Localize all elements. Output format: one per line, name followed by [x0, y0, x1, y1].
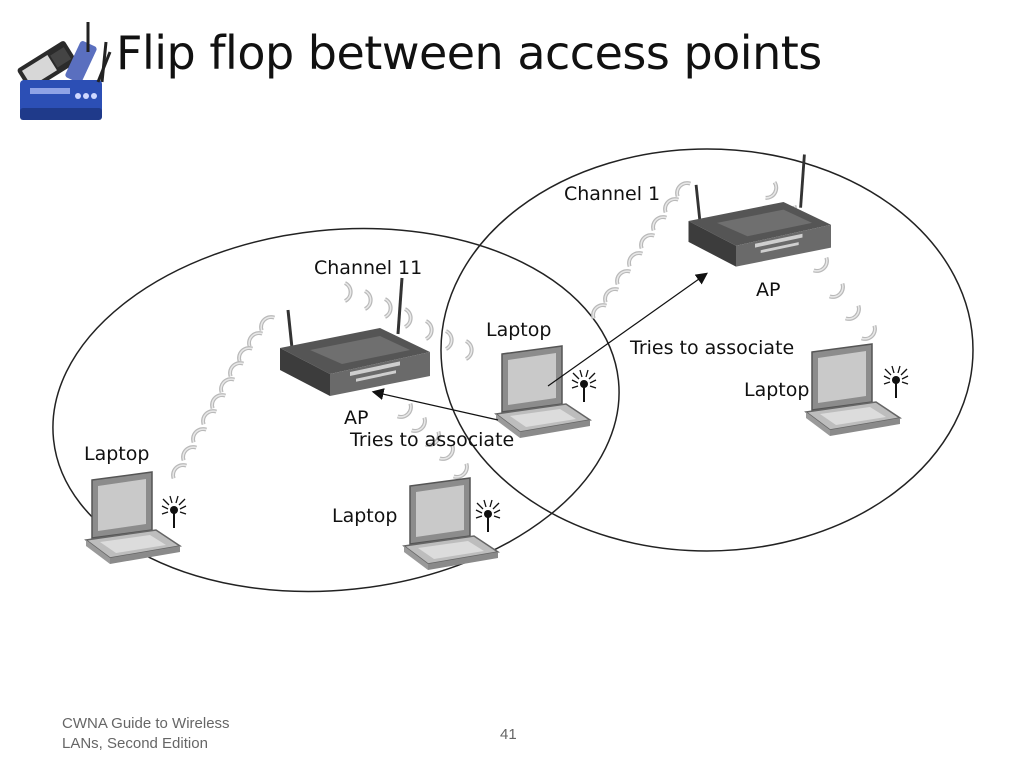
- footer-source-line-1: CWNA Guide to Wireless: [62, 715, 230, 732]
- access-point-icon: [278, 276, 432, 398]
- slide-title: Flip flop between access points: [116, 26, 822, 80]
- ap-label-left: AP: [344, 407, 368, 429]
- laptop-label-bottom: Laptop: [332, 505, 397, 527]
- page-number: 41: [500, 726, 517, 743]
- laptop-icon: [805, 343, 901, 437]
- coverage-cell-left: [52, 227, 620, 593]
- arrow-icon: [371, 388, 499, 421]
- access-point-icon: [687, 153, 833, 269]
- laptop-label-middle: Laptop: [486, 319, 551, 341]
- laptop-label-left: Laptop: [84, 443, 149, 465]
- channel-label-right: Channel 1: [564, 183, 660, 205]
- footer-source-line-2: LANs, Second Edition: [62, 735, 208, 752]
- associate-label-right: Tries to associate: [629, 337, 794, 359]
- laptop-icon: [85, 471, 181, 565]
- antenna-signal-icon: [571, 369, 597, 403]
- antenna-signal-icon: [161, 495, 187, 529]
- wireless-router-logo-icon: [17, 22, 112, 120]
- channel-label-left: Channel 11: [314, 257, 422, 279]
- antenna-signal-icon: [883, 365, 909, 399]
- laptop-icon: [495, 345, 591, 439]
- footer-source: CWNA Guide to Wireless LANs, Second Edit…: [62, 714, 282, 754]
- signal-wave-icon: [170, 314, 275, 479]
- coverage-cell-right: [440, 148, 974, 552]
- laptop-label-right: Laptop: [744, 379, 809, 401]
- antenna-signal-icon: [475, 499, 501, 533]
- ap-label-right: AP: [756, 279, 780, 301]
- roaming-diagram: Channel 1 Channel 11 AP AP Tries to asso…: [52, 148, 974, 593]
- associate-label-left: Tries to associate: [349, 429, 514, 451]
- laptop-icon: [403, 477, 499, 571]
- arrow-icon: [547, 272, 708, 387]
